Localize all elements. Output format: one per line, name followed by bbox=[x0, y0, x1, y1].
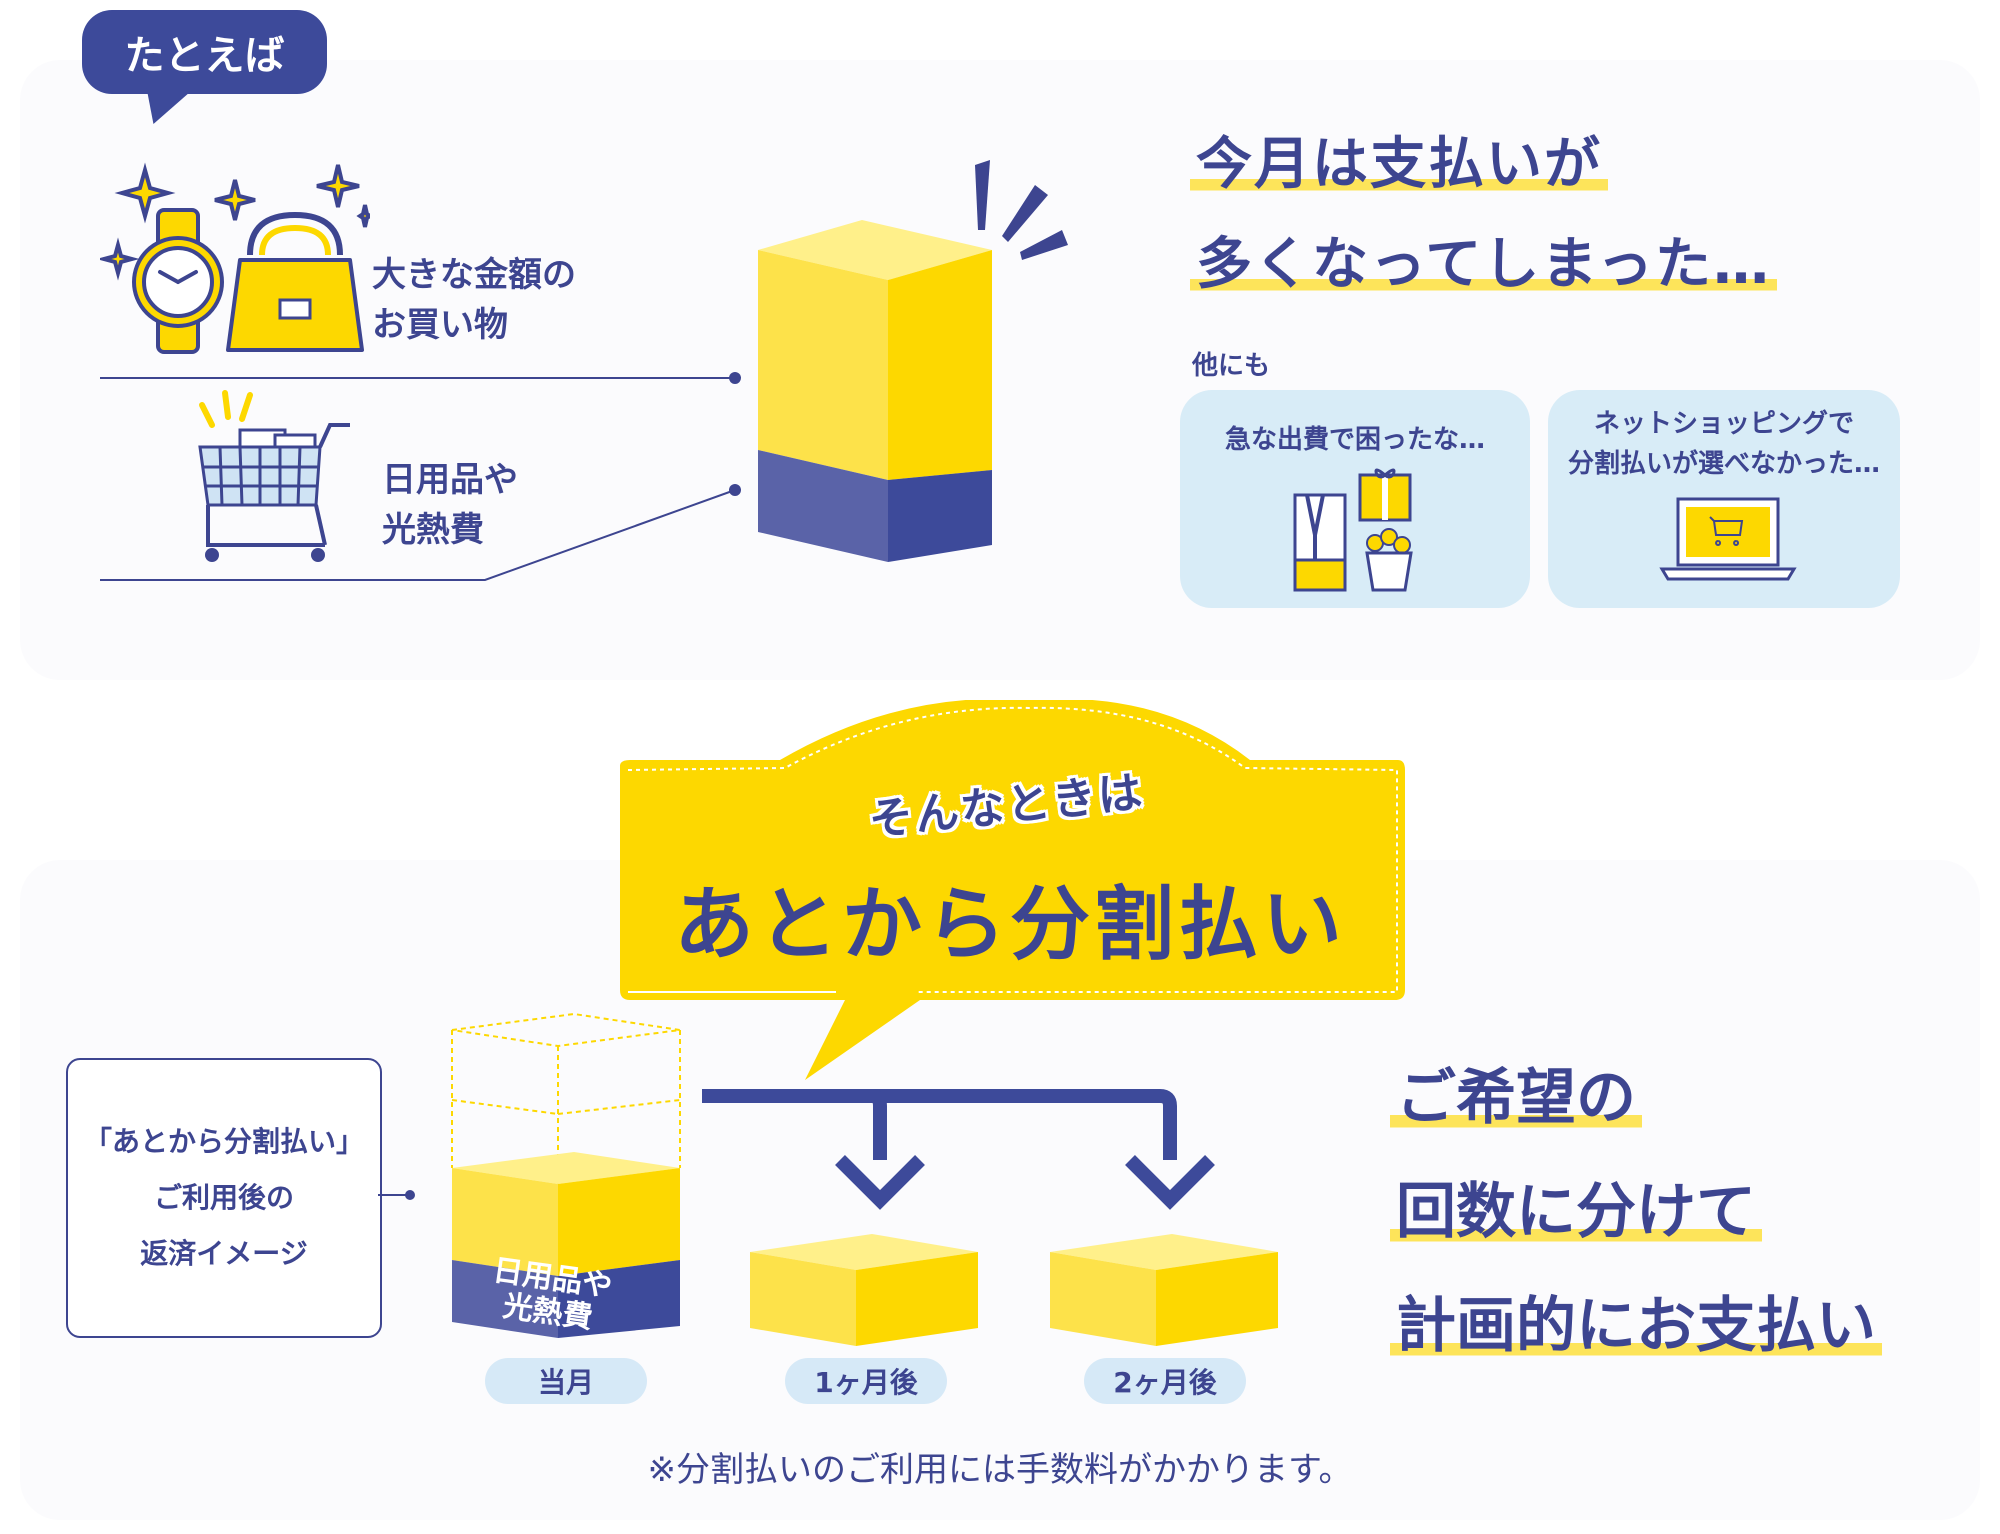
category-large-purchase: 大きな金額の お買い物 bbox=[372, 250, 576, 350]
category-large-purchase-line2: お買い物 bbox=[372, 305, 508, 345]
others-label: 他にも bbox=[1192, 351, 1271, 381]
category-daily-utilities-line1: 日用品や bbox=[382, 460, 518, 500]
shopping-cart-icon bbox=[198, 390, 350, 562]
example-tag-text: たとえば bbox=[124, 33, 285, 79]
pill-one-month-later: 1ヶ月後 bbox=[785, 1358, 947, 1404]
card-sudden-expense: 急な出費で困ったな… bbox=[1180, 390, 1530, 608]
laptop-icon bbox=[1659, 497, 1797, 581]
category-large-purchase-line1: 大きな金額の bbox=[372, 255, 576, 295]
repayment-box-line3: 返済イメージ bbox=[140, 1237, 308, 1270]
current-month-box bbox=[451, 1012, 681, 1338]
top-connector-lines bbox=[100, 372, 741, 581]
pill-current-month: 当月 bbox=[485, 1358, 647, 1404]
gift-envelope-icon bbox=[1293, 468, 1413, 592]
category-daily-utilities-line2: 光熱費 bbox=[382, 510, 484, 550]
card-online-shopping-line1: ネットショッピングで bbox=[1593, 409, 1854, 439]
plan-message-line2: 回数に分けて bbox=[1390, 1177, 1762, 1247]
card-sudden-expense-text: 急な出費で困ったな… bbox=[1224, 425, 1485, 455]
installment-box-2 bbox=[1050, 1234, 1278, 1346]
card-online-shopping-line2: 分割払いが選べなかった… bbox=[1567, 449, 1880, 479]
pill-two-months-later: 2ヶ月後 bbox=[1084, 1358, 1246, 1404]
plan-message-line3: 計画的にお支払い bbox=[1390, 1291, 1882, 1361]
repayment-box-connector bbox=[378, 1190, 415, 1200]
plan-message-line1: ご希望の bbox=[1390, 1063, 1642, 1133]
watch-bag-icon bbox=[100, 162, 370, 354]
fee-note: ※分割払いのご利用には手数料がかかります。 bbox=[647, 1450, 1353, 1490]
headline: 今月は支払いが 多くなってしまった… bbox=[1190, 130, 1777, 300]
repayment-image-box: 「あとから分割払い」 ご利用後の 返済イメージ bbox=[66, 1058, 382, 1338]
card-online-shopping: ネットショッピングで 分割払いが選べなかった… bbox=[1548, 390, 1900, 608]
repayment-box-line2: ご利用後の bbox=[153, 1181, 294, 1214]
headline-line2: 多くなってしまった… bbox=[1190, 232, 1777, 297]
plan-message: ご希望の 回数に分けて 計画的にお支払い bbox=[1390, 1062, 1882, 1362]
installment-box-1 bbox=[750, 1234, 978, 1346]
main-speech-bubble bbox=[620, 700, 1405, 1080]
repayment-box-line1: 「あとから分割払い」 bbox=[83, 1125, 364, 1158]
split-arrows bbox=[702, 1089, 1215, 1210]
bubble-title: あとから分割払い bbox=[674, 878, 1346, 971]
category-daily-utilities: 日用品や 光熱費 bbox=[382, 455, 518, 555]
example-tag: たとえば bbox=[82, 10, 327, 94]
headline-line1: 今月は支払いが bbox=[1190, 132, 1608, 197]
stacked-expense-box bbox=[758, 160, 1068, 562]
